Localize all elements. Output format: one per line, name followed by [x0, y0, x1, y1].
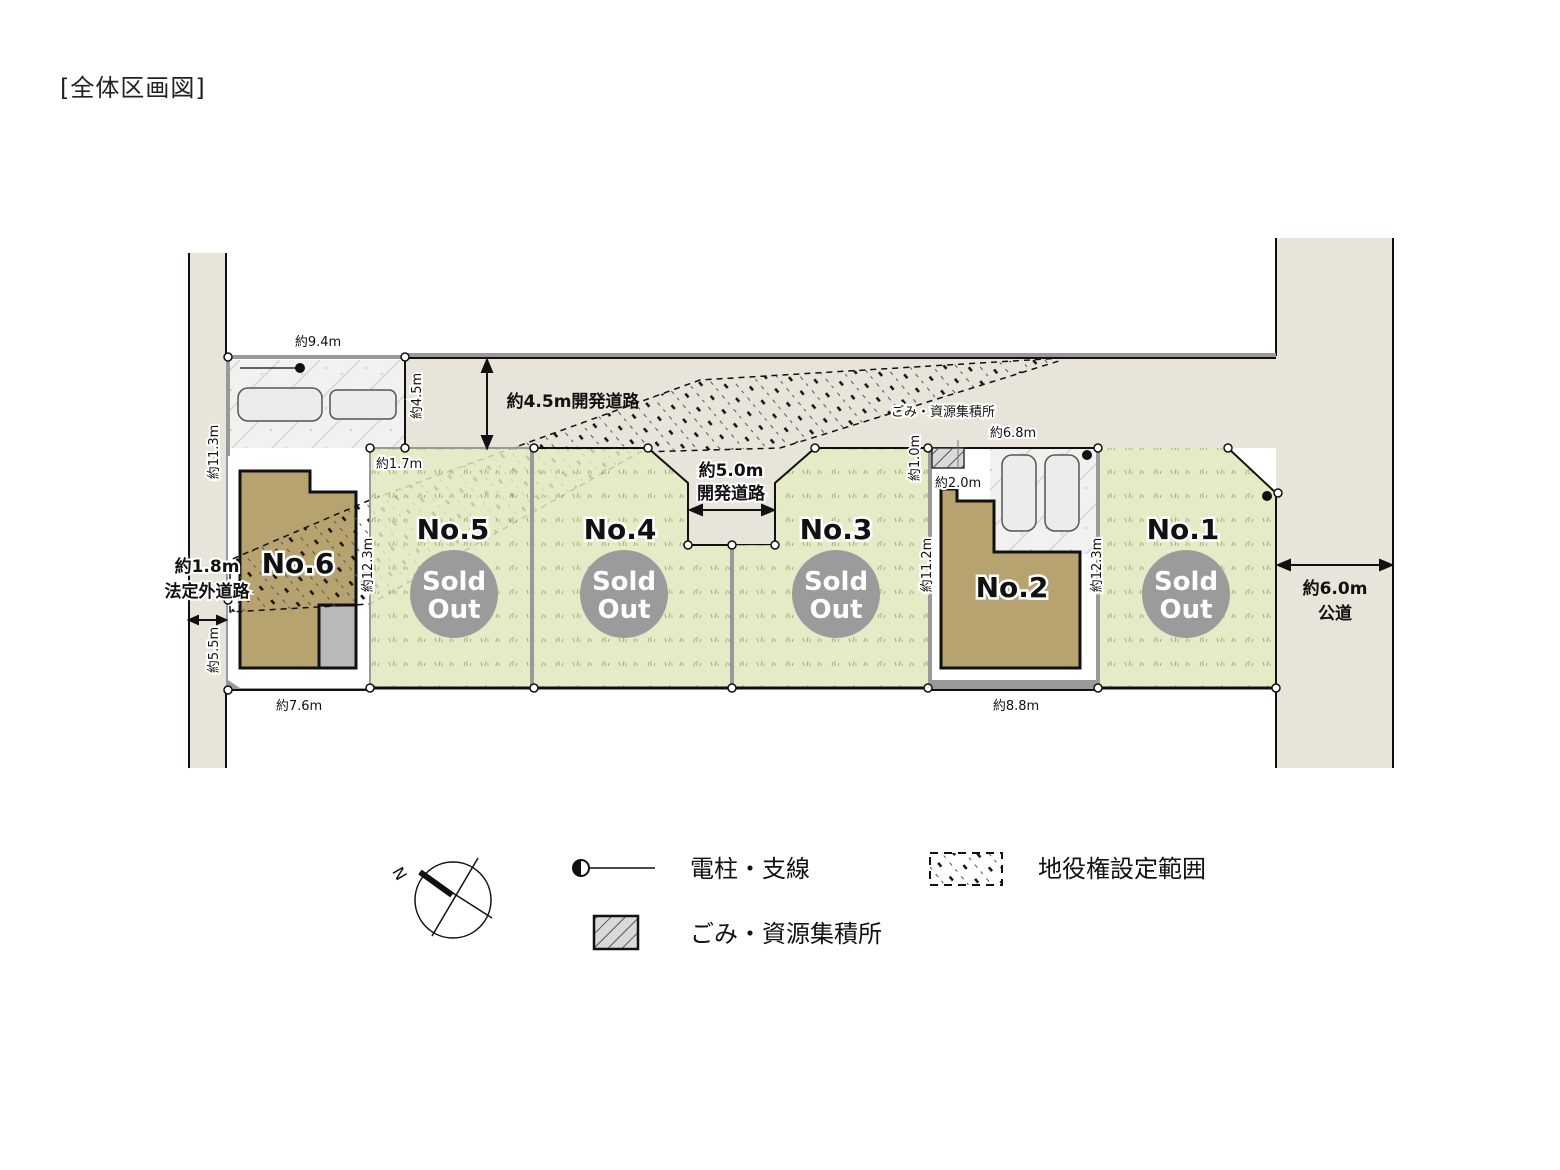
lot-3-status-2: Out	[809, 595, 862, 625]
public-road-label: 公道	[1318, 603, 1352, 624]
dim-lot2-top: 約6.8m	[990, 426, 1036, 441]
dev-road-main-label: 約4.5m開発道路	[507, 391, 641, 412]
dim-lot2-inner: 約2.0m	[935, 476, 981, 491]
legend-utility-pole-label: 電柱・支線	[690, 855, 810, 883]
lot-1-status-1: Sold	[1154, 567, 1218, 597]
dim-top-parking-depth: 約4.5m	[410, 373, 425, 419]
non-statutory-road	[188, 253, 227, 768]
page-title: [全体区画図]	[60, 74, 206, 102]
lot-4-label: No.4	[584, 513, 657, 546]
dim-west-side: 約11.3m	[207, 425, 222, 480]
dim-lot2-side: 約11.2m	[920, 538, 935, 593]
utility-pole-icon	[295, 363, 305, 373]
lot-3-label: No.3	[800, 513, 873, 546]
utility-pole-icon	[1262, 491, 1272, 501]
lot-5-status-1: Sold	[422, 567, 486, 597]
public-road-width: 約6.0m	[1303, 578, 1368, 599]
dim-top-parking-width: 約9.4m	[295, 335, 341, 350]
lot-5-status-2: Out	[427, 595, 480, 625]
lot-3-status-1: Sold	[804, 567, 868, 597]
legend-garbage-point: ごみ・資源集積所	[592, 914, 882, 951]
dim-west-lower: 約5.5m	[207, 627, 222, 673]
garbage-point-label: ごみ・資源集積所	[891, 404, 995, 420]
dev-road-branch-label: 開発道路	[697, 483, 766, 504]
car-icon	[1044, 454, 1080, 532]
car-icon	[329, 389, 397, 420]
compass-north-label: N	[388, 864, 410, 884]
dev-road-branch-width: 約5.0m	[699, 460, 764, 481]
dim-lot5-top: 約1.7m	[376, 457, 422, 472]
boundary-markers	[223, 352, 1283, 695]
dim-lot6-bottom: 約7.6m	[276, 699, 322, 714]
lot-5-label: No.5	[417, 513, 490, 546]
legend-utility-pole: 電柱・支線	[572, 855, 810, 883]
lot-3-sold-badge	[792, 550, 880, 638]
lot-1-status-2: Out	[1159, 595, 1212, 625]
lot-2-building	[939, 487, 1082, 670]
legend-easement-label: 地役権設定範囲	[1038, 855, 1206, 883]
dim-lot2-side-upper: 約1.0m	[908, 435, 923, 481]
lot-4-sold-badge	[580, 550, 668, 638]
utility-pole-icon	[1082, 450, 1092, 460]
lot-1-label: No.1	[1147, 513, 1220, 546]
lot-2-label: No.2	[976, 571, 1049, 604]
dim-lot5-side: 約12.3m	[361, 538, 376, 593]
dim-lot1-side: 約12.3m	[1090, 538, 1105, 593]
dimension-arrows	[186, 357, 1395, 626]
legend-easement: 地役権設定範囲	[929, 852, 1206, 886]
lot-4-status-1: Sold	[592, 567, 656, 597]
lot-6-label: No.6	[262, 547, 335, 580]
lot-5-sold-badge	[410, 550, 498, 638]
lot-4-status-2: Out	[597, 595, 650, 625]
legend-garbage-label: ごみ・資源集積所	[690, 920, 882, 948]
lot-1-sold-badge	[1142, 550, 1230, 638]
non-statutory-width: 約1.8m	[175, 556, 240, 577]
car-icon	[1001, 454, 1037, 532]
public-road	[1275, 238, 1394, 768]
lot-2[interactable]	[928, 447, 1098, 691]
garbage-point-icon	[931, 447, 965, 469]
non-statutory-label: 法定外道路	[165, 581, 251, 602]
car-icon	[237, 387, 323, 422]
compass-icon: N	[388, 857, 493, 939]
dim-lot2-bottom: 約8.8m	[993, 699, 1039, 714]
